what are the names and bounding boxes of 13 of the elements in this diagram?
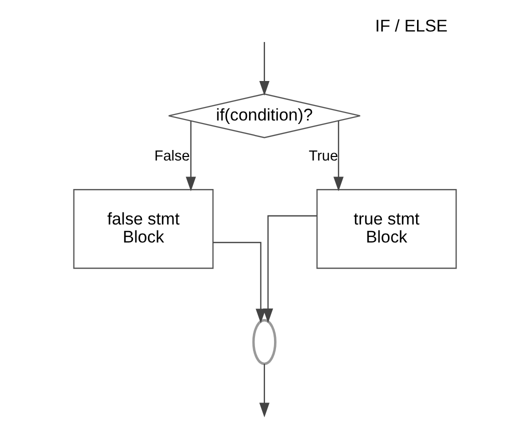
node-diamond: if(condition)? xyxy=(168,93,360,138)
node-box: true stmt Block xyxy=(316,189,456,269)
arrow xyxy=(258,42,269,96)
arrow xyxy=(332,120,344,192)
diagram-title: IF / ELSE xyxy=(374,16,448,36)
arrow xyxy=(185,120,196,192)
edge-label: True xyxy=(308,148,338,165)
edge-label: False xyxy=(154,148,190,165)
node-ellipse xyxy=(252,319,276,366)
arrow xyxy=(258,364,269,418)
node-box: false stmt Block xyxy=(72,189,214,269)
arrow xyxy=(262,215,316,324)
arrow xyxy=(212,242,266,324)
